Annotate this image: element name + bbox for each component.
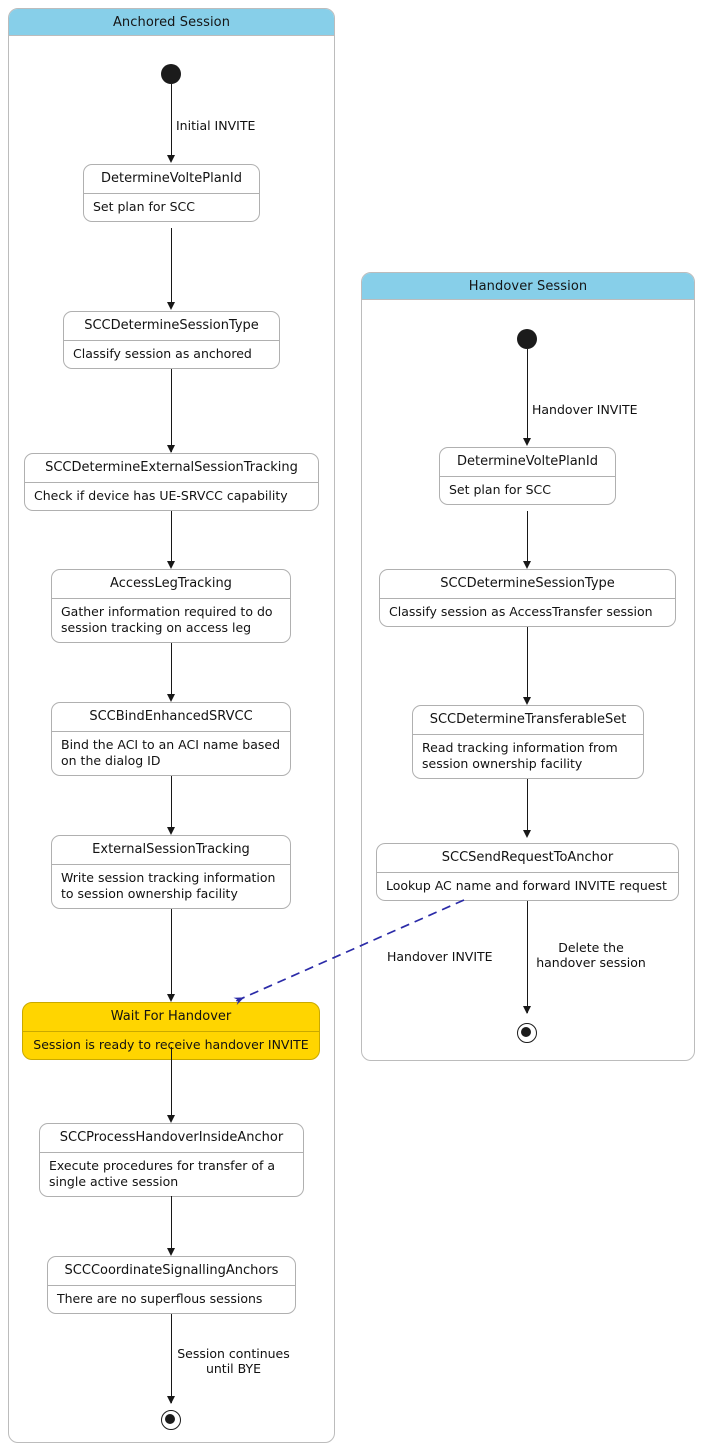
node-description: Set plan for SCC — [93, 199, 196, 214]
arrowhead-accessleg-to-bindenhancedsrvcc — [167, 694, 175, 702]
edge-label-initial-invite: Initial INVITE — [176, 118, 256, 133]
node-divider — [52, 731, 290, 732]
node-sccdetermineexternalsessiontracking[interactable]: SCCDetermineExternalSessionTracking Chec… — [24, 453, 319, 511]
arrowhead-waitforhandover-to-processhandover — [167, 1115, 175, 1123]
arrowhead-externaltracking-to-accesslegtracking — [167, 561, 175, 569]
node-title: DetermineVoltePlanId — [456, 454, 599, 469]
start-node-handover — [517, 329, 537, 349]
node-title: AccessLegTracking — [110, 576, 232, 591]
node-sccbindenhancedsrvcc[interactable]: SCCBindEnhancedSRVCC Bind the ACI to an … — [51, 702, 291, 776]
edge-waitforhandover-to-processhandover — [171, 1047, 173, 1121]
arrowhead-handover-start-to-volteplanid — [523, 438, 531, 446]
edge-volteplanid-to-sessiontype — [171, 228, 173, 308]
node-sccdeterminesessiontype-handover[interactable]: SCCDetermineSessionType Classify session… — [379, 569, 676, 627]
edge-start-to-determine-volteplanid — [171, 84, 173, 160]
node-description: Bind the ACI to an ACI name based on the… — [61, 737, 281, 768]
node-description: Read tracking information from session o… — [422, 740, 618, 771]
end-node-handover — [517, 1023, 537, 1043]
node-scccoordinatesignallinganchors[interactable]: SCCCoordinateSignallingAnchors There are… — [47, 1256, 296, 1314]
edge-sessiontype-to-externalsessiontracking — [171, 369, 173, 452]
node-title: Wait For Handover — [110, 1009, 232, 1024]
node-description: Gather information required to do sessio… — [61, 604, 273, 635]
edge-sendrequesttoanchor-to-end — [527, 901, 529, 1013]
arrowhead-externalsessiontracking-to-waitforhandover — [167, 994, 175, 1002]
node-sccsendrequesttoanchor[interactable]: SCCSendRequestToAnchor Lookup AC name an… — [376, 843, 679, 901]
end-node-anchored — [161, 1410, 181, 1430]
node-divider — [377, 872, 678, 873]
edge-label-session-continues: Session continues until BYE — [177, 1346, 290, 1376]
node-description: Classify session as anchored — [73, 346, 252, 361]
edge-handover-volteplanid-to-sessiontype — [527, 511, 529, 567]
node-divider — [84, 193, 259, 194]
node-title: ExternalSessionTracking — [92, 842, 250, 857]
arrowhead-handover-volteplanid-to-sessiontype — [523, 561, 531, 569]
node-description: Check if device has UE-SRVCC capability — [34, 488, 288, 503]
node-divider — [440, 476, 615, 477]
node-determine-volteplanid-handover[interactable]: DetermineVoltePlanId Set plan for SCC — [439, 447, 616, 505]
node-divider — [23, 1031, 319, 1032]
edge-label-cross-handover-invite: Handover INVITE — [387, 949, 493, 964]
edge-bindsrvcc-to-externalsessiontracking — [171, 776, 173, 833]
arrowhead-sessiontype-to-externalsessiontracking — [167, 445, 175, 453]
node-sccprocesshandoverinsideanchor[interactable]: SCCProcessHandoverInsideAnchor Execute p… — [39, 1123, 304, 1197]
node-divider — [64, 340, 279, 341]
arrowhead-transferableset-to-sendrequesttoanchor — [523, 830, 531, 838]
node-title: SCCDetermineTransferableSet — [429, 712, 627, 727]
node-description: Execute procedures for transfer of a sin… — [49, 1158, 276, 1189]
node-description: Classify session as AccessTransfer sessi… — [389, 604, 653, 619]
node-description: Write session tracking information to se… — [61, 870, 276, 901]
node-title: SCCCoordinateSignallingAnchors — [64, 1263, 279, 1278]
arrowhead-start-to-determine-volteplanid — [167, 155, 175, 163]
arrowhead-sessiontype-to-transferableset — [523, 697, 531, 705]
node-divider — [413, 734, 643, 735]
node-externalsessiontracking[interactable]: ExternalSessionTracking Write session tr… — [51, 835, 291, 909]
partition-anchored-session-title: Anchored Session — [9, 9, 334, 36]
node-title: SCCDetermineSessionType — [440, 576, 615, 591]
edge-handover-start-to-volteplanid — [527, 349, 529, 439]
arrowhead-processhandover-to-coordinateanchors — [167, 1248, 175, 1256]
partition-handover-session-title: Handover Session — [362, 273, 694, 300]
arrowhead-volteplanid-to-sessiontype — [167, 302, 175, 310]
node-accesslegtracking[interactable]: AccessLegTracking Gather information req… — [51, 569, 291, 643]
node-divider — [52, 864, 290, 865]
node-sccdeterminetransferableset[interactable]: SCCDetermineTransferableSet Read trackin… — [412, 705, 644, 779]
node-divider — [52, 598, 290, 599]
node-divider — [25, 482, 318, 483]
node-description: There are no superflous sessions — [57, 1291, 263, 1306]
edge-label-handover-invite-start: Handover INVITE — [532, 402, 638, 417]
edge-sessiontype-to-transferableset — [527, 627, 529, 703]
node-description: Lookup AC name and forward INVITE reques… — [386, 878, 667, 893]
node-title: DetermineVoltePlanId — [100, 171, 243, 186]
edge-processhandover-to-coordinateanchors — [171, 1196, 173, 1254]
node-divider — [40, 1152, 303, 1153]
start-node-anchored — [161, 64, 181, 84]
edge-externaltracking-to-accesslegtracking — [171, 511, 173, 567]
arrowhead-bindsrvcc-to-externalsessiontracking — [167, 827, 175, 835]
node-description: Session is ready to receive handover INV… — [33, 1037, 309, 1052]
node-title: SCCDetermineSessionType — [84, 318, 259, 333]
node-sccdeterminesessiontype-anchored[interactable]: SCCDetermineSessionType Classify session… — [63, 311, 280, 369]
node-description: Set plan for SCC — [449, 482, 552, 497]
arrowhead-coordinateanchors-to-end — [167, 1396, 175, 1404]
edge-accessleg-to-bindenhancedsrvcc — [171, 643, 173, 700]
node-title: SCCSendRequestToAnchor — [441, 850, 614, 865]
node-title: SCCProcessHandoverInsideAnchor — [59, 1130, 284, 1145]
edge-transferableset-to-sendrequesttoanchor — [527, 779, 529, 836]
arrowhead-sendrequesttoanchor-to-end — [523, 1006, 531, 1014]
edge-label-delete-handover-session: Delete the handover session — [536, 940, 646, 970]
node-divider — [380, 598, 675, 599]
node-divider — [48, 1285, 295, 1286]
node-title: SCCDetermineExternalSessionTracking — [45, 460, 298, 475]
edge-coordinateanchors-to-end — [171, 1314, 173, 1403]
node-title: SCCBindEnhancedSRVCC — [89, 709, 253, 724]
edge-externalsessiontracking-to-waitforhandover — [171, 909, 173, 999]
node-determine-volteplanid-anchored[interactable]: DetermineVoltePlanId Set plan for SCC — [83, 164, 260, 222]
